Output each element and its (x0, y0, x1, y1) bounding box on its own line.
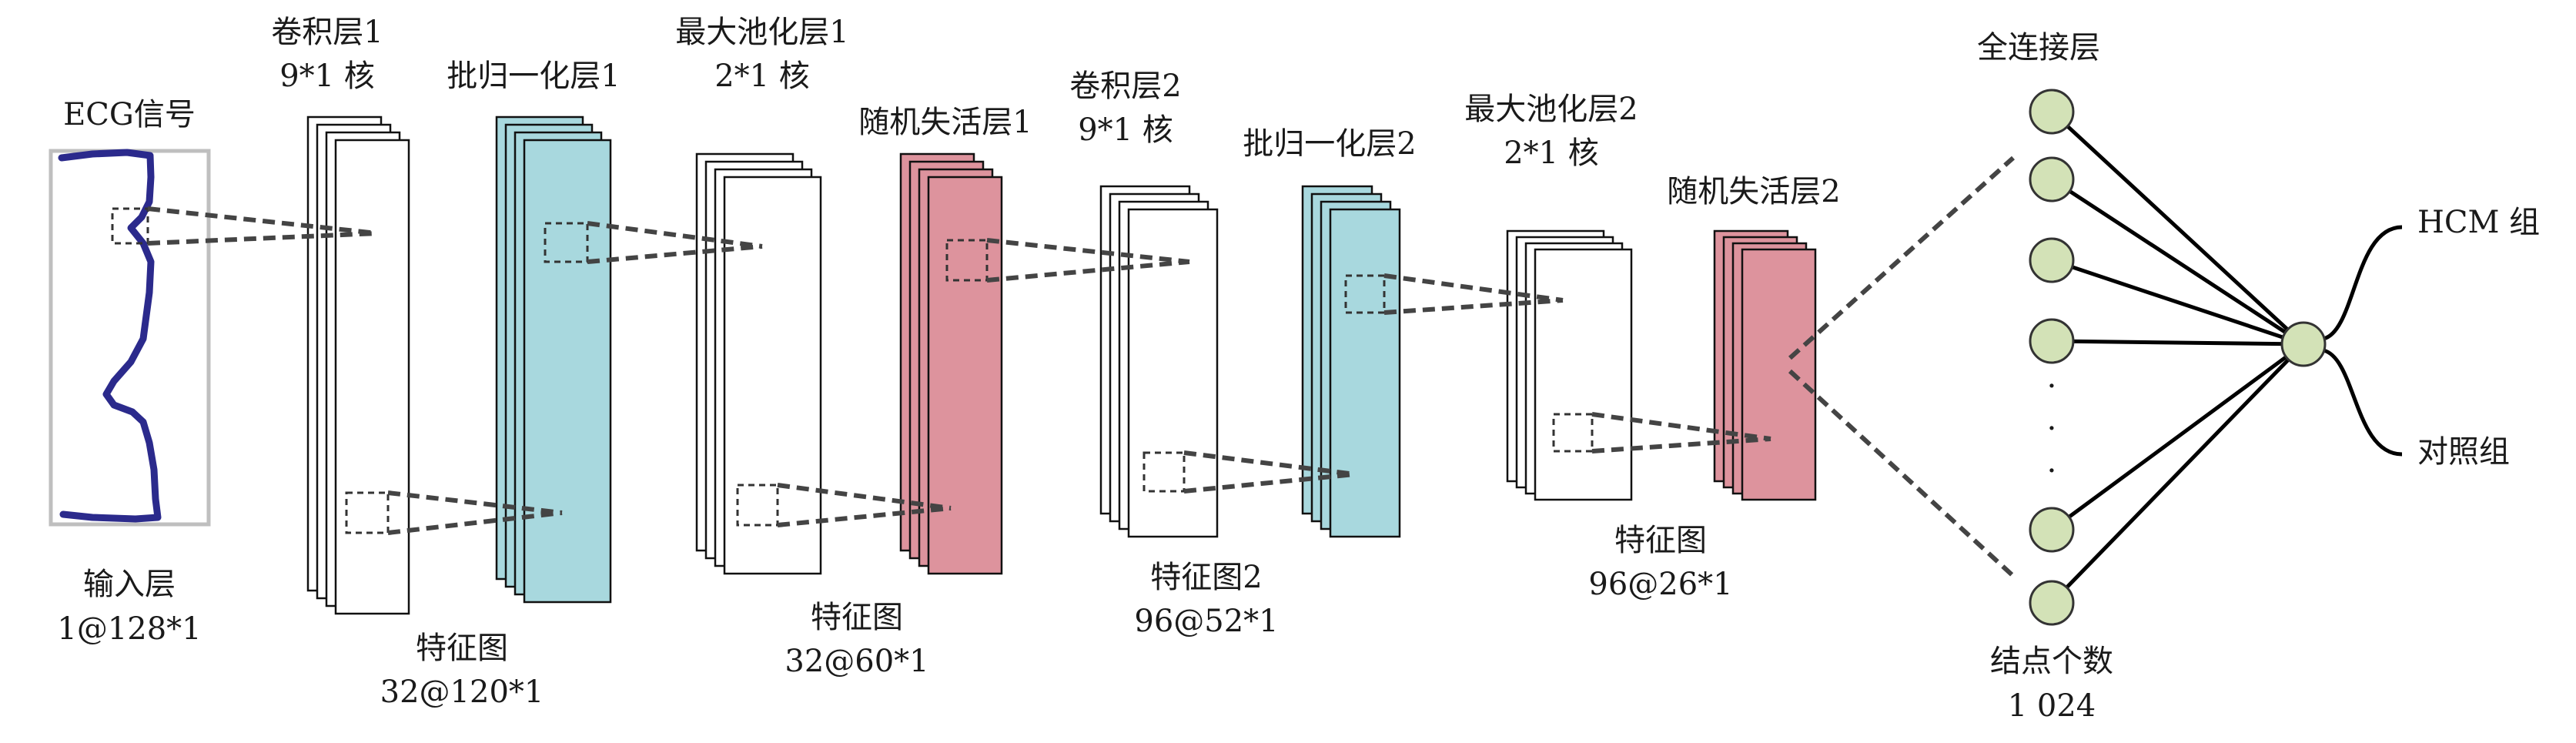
pool2-window (1552, 413, 1594, 453)
fmap1-shape: 32@120*1 (380, 674, 544, 710)
conv2-name: 卷积层2 (1069, 69, 1181, 104)
output-branch-control (2323, 348, 2403, 457)
fc-nodes-label: 结点个数 (1990, 644, 2113, 679)
drop1-window (945, 239, 989, 282)
conv1-kernel: 9*1 核 (279, 59, 375, 94)
fmap4-shape: 96@26*1 (1588, 567, 1732, 602)
output-node (2280, 321, 2327, 367)
bn2-window (1344, 274, 1386, 314)
fc-node (2029, 237, 2075, 283)
labels: ECG信号 输入层 1@128*1 卷积层1 9*1 核 批归一化层1 最大池化… (57, 15, 2540, 724)
fc-ellipsis: · (2047, 411, 2057, 447)
fc-node (2029, 156, 2075, 202)
ecg-signal-trace (58, 149, 162, 523)
ecg-signal-label: ECG信号 (63, 97, 196, 132)
drop1-name: 随机失活层1 (858, 105, 1032, 140)
fc-connections (2050, 110, 2403, 604)
drop1-feature-maps (899, 152, 1003, 575)
fmap2-shape: 32@60*1 (785, 644, 928, 679)
fc-ellipsis: · (2047, 453, 2057, 489)
fmap3-name: 特征图2 (1150, 560, 1262, 595)
input-layer-shape: 1@128*1 (57, 611, 201, 647)
fc-node (2029, 507, 2075, 553)
output-control-label: 对照组 (2417, 434, 2510, 470)
output-branch-hcm (2323, 225, 2403, 341)
fc-node (2029, 89, 2075, 135)
conv1-name: 卷积层1 (271, 15, 383, 50)
pool2-feature-maps (1506, 229, 1633, 501)
pool1-feature-maps (695, 152, 822, 575)
conv1-window (345, 491, 390, 534)
pool2-name: 最大池化层2 (1464, 92, 1638, 127)
fmap1-name: 特征图 (416, 631, 508, 666)
input-layer (49, 149, 211, 527)
pool2-kernel: 2*1 核 (1504, 136, 1599, 171)
fmap2-name: 特征图 (811, 600, 903, 635)
bn1-name: 批归一化层1 (447, 59, 620, 94)
conv2-feature-maps (1099, 185, 1219, 538)
ecg-frame (49, 149, 211, 527)
fc-ellipsis: · (2047, 369, 2057, 404)
fc-node (2029, 318, 2075, 364)
conv2-kernel: 9*1 核 (1078, 112, 1173, 148)
fmap3-shape: 96@52*1 (1134, 604, 1278, 639)
pool1-window (736, 484, 779, 527)
projection-lines (147, 156, 2016, 578)
input-receptive-window (111, 207, 149, 245)
fc-nodes (2029, 89, 2327, 626)
fc-nodes-count: 1 024 (2008, 688, 2096, 724)
pool1-name: 最大池化层1 (675, 15, 848, 50)
input-layer-name: 输入层 (83, 567, 176, 602)
fmap4-name: 特征图 (1614, 523, 1707, 558)
bn2-name: 批归一化层2 (1243, 126, 1416, 162)
bn1-feature-maps (495, 115, 612, 604)
conv2-window (1142, 451, 1186, 493)
bn2-feature-maps (1301, 185, 1401, 538)
fc-node (2029, 580, 2075, 626)
bn1-window (544, 222, 589, 263)
fc-name: 全连接层 (1977, 30, 2100, 65)
drop2-feature-maps (1713, 229, 1817, 501)
drop2-name: 随机失活层2 (1667, 174, 1840, 209)
output-hcm-label: HCM 组 (2417, 205, 2540, 240)
conv1-feature-maps (306, 115, 410, 615)
pool1-kernel: 2*1 核 (714, 59, 810, 94)
